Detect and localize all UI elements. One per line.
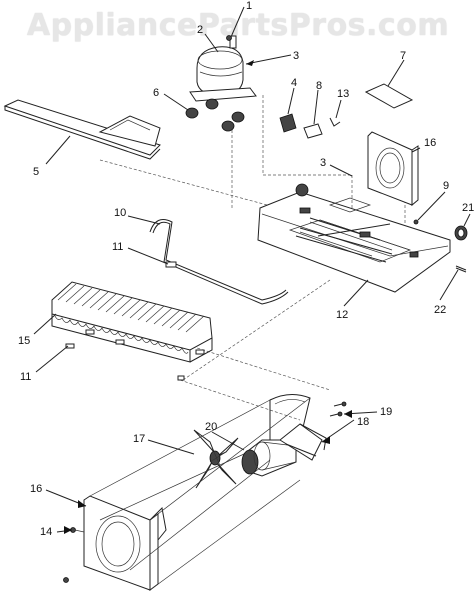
watermark: AppliancePartsPros.com xyxy=(26,8,450,43)
projection-lines xyxy=(89,397,311,591)
grommets[interactable] xyxy=(185,98,245,132)
assembly-lines xyxy=(99,95,406,421)
fan-blade[interactable] xyxy=(193,429,239,489)
fan-screws[interactable] xyxy=(329,401,347,417)
callout-8: 8 xyxy=(316,80,322,92)
base-plate[interactable] xyxy=(257,191,451,293)
callout-17: 17 xyxy=(133,433,145,445)
callout-16-upper: 16 xyxy=(424,137,436,149)
compressor[interactable] xyxy=(189,35,257,102)
callout-9: 9 xyxy=(443,180,449,192)
callout-19: 19 xyxy=(380,406,392,418)
retaining-clip[interactable] xyxy=(329,117,341,127)
leader-lines xyxy=(33,6,471,533)
grommet-base[interactable] xyxy=(295,183,309,197)
callout-3-lower: 3 xyxy=(320,157,326,169)
callout-12: 12 xyxy=(336,309,348,321)
callout-2: 2 xyxy=(197,24,203,36)
motor-mount[interactable] xyxy=(279,423,327,461)
callout-1: 1 xyxy=(246,0,252,12)
callout-3-upper: 3 xyxy=(293,50,299,62)
screw-14-line xyxy=(74,529,85,533)
drain-pan[interactable] xyxy=(3,99,161,160)
clip-11-upper[interactable] xyxy=(165,261,177,268)
compressor-bolt xyxy=(226,35,232,41)
callout-18: 18 xyxy=(357,416,369,428)
wheel[interactable] xyxy=(454,225,468,241)
pin-22[interactable] xyxy=(455,265,467,273)
arrowheads xyxy=(64,60,352,534)
callout-7: 7 xyxy=(400,50,406,62)
callout-11-lower: 11 xyxy=(20,371,31,383)
callout-4: 4 xyxy=(291,77,297,89)
start-relay[interactable] xyxy=(279,113,297,133)
fan-motor[interactable] xyxy=(241,439,297,477)
screw-14b[interactable] xyxy=(63,577,69,583)
shroud-baffle[interactable] xyxy=(364,83,414,109)
evaporator-coil[interactable] xyxy=(51,281,213,363)
callout-20: 20 xyxy=(205,421,217,433)
condenser-fan-shroud-upper[interactable] xyxy=(367,131,419,207)
callout-21: 21 xyxy=(462,202,474,214)
callout-11-upper: 11 xyxy=(112,241,123,253)
callout-14: 14 xyxy=(40,526,52,538)
callout-13: 13 xyxy=(337,88,349,100)
clips-11-lower[interactable] xyxy=(65,329,205,381)
overload[interactable] xyxy=(303,123,323,139)
callout-5: 5 xyxy=(33,166,39,178)
callout-6: 6 xyxy=(153,87,159,99)
condenser-fan-shroud-lower[interactable] xyxy=(83,495,167,591)
callout-22: 22 xyxy=(434,304,446,316)
callout-16-lower: 16 xyxy=(30,483,42,495)
screw-9[interactable] xyxy=(413,219,419,225)
callout-10: 10 xyxy=(114,207,126,219)
callout-15: 15 xyxy=(18,335,30,347)
